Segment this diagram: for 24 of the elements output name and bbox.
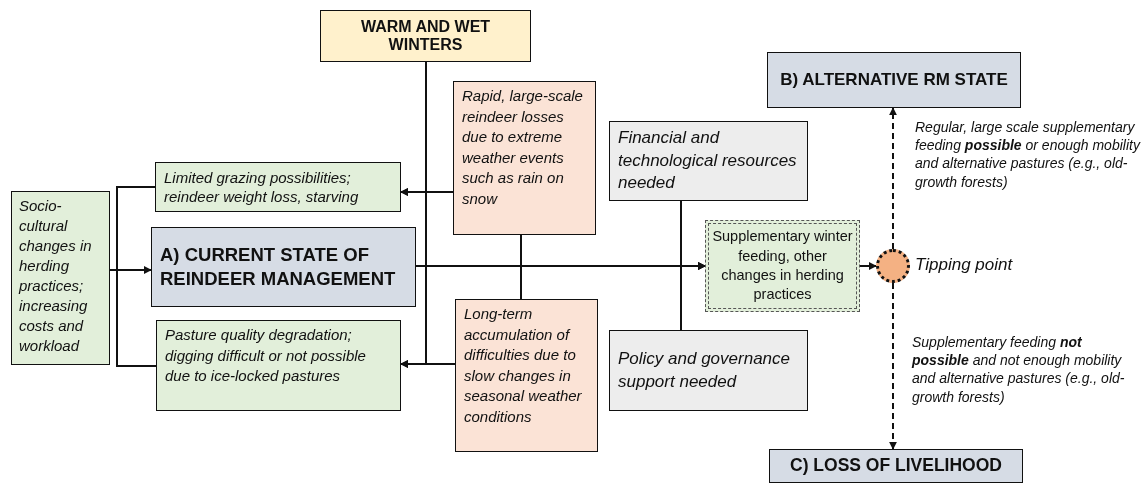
edge-label: Regular, large scale supplementary feeding possible or enough mobility and alternative pastures (e.g., old-growth forests) bbox=[915, 118, 1140, 191]
dashed-arrow bbox=[889, 282, 897, 450]
factor-box: Socio-cultural changes in herding practices; increasing costs and workload bbox=[11, 191, 110, 365]
factor-box: Limited grazing possibilities; reindeer weight loss, starving bbox=[155, 162, 401, 212]
node-caption: Tipping point bbox=[915, 255, 1013, 275]
arrow bbox=[859, 262, 877, 270]
edge-label: Supplementary feeding not possible and not enough mobility and alternative pastures (e.g., old-growth forests) bbox=[912, 333, 1126, 406]
connector-line bbox=[520, 234, 522, 300]
arrow bbox=[400, 360, 456, 368]
factor-box: Financial and technological resources needed bbox=[609, 121, 808, 201]
arrow bbox=[400, 188, 454, 196]
state-box: WARM AND WET WINTERS bbox=[320, 10, 531, 62]
circle-marker bbox=[876, 249, 910, 283]
state-box: A) CURRENT STATE OF REINDEER MANAGEMENT bbox=[151, 227, 416, 307]
state-box: B) ALTERNATIVE RM STATE bbox=[767, 52, 1021, 108]
factor-box: Long-term accumulation of difficulties due to slow changes in seasonal weather conditions bbox=[455, 299, 598, 452]
factor-box: Policy and governance support needed bbox=[609, 330, 808, 411]
factor-box: Supplementary winter feeding, other changes in herding practices bbox=[705, 220, 860, 312]
connector-line bbox=[109, 269, 157, 367]
dashed-arrow bbox=[889, 107, 897, 250]
factor-box: Rapid, large-scale reindeer losses due to extreme weather events such as rain on snow bbox=[453, 81, 596, 235]
arrow bbox=[680, 262, 706, 331]
factor-box: Pasture quality degradation; digging difficult or not possible due to ice-locked pastures bbox=[156, 320, 401, 411]
state-box: C) LOSS OF LIVELIHOOD bbox=[769, 449, 1023, 483]
